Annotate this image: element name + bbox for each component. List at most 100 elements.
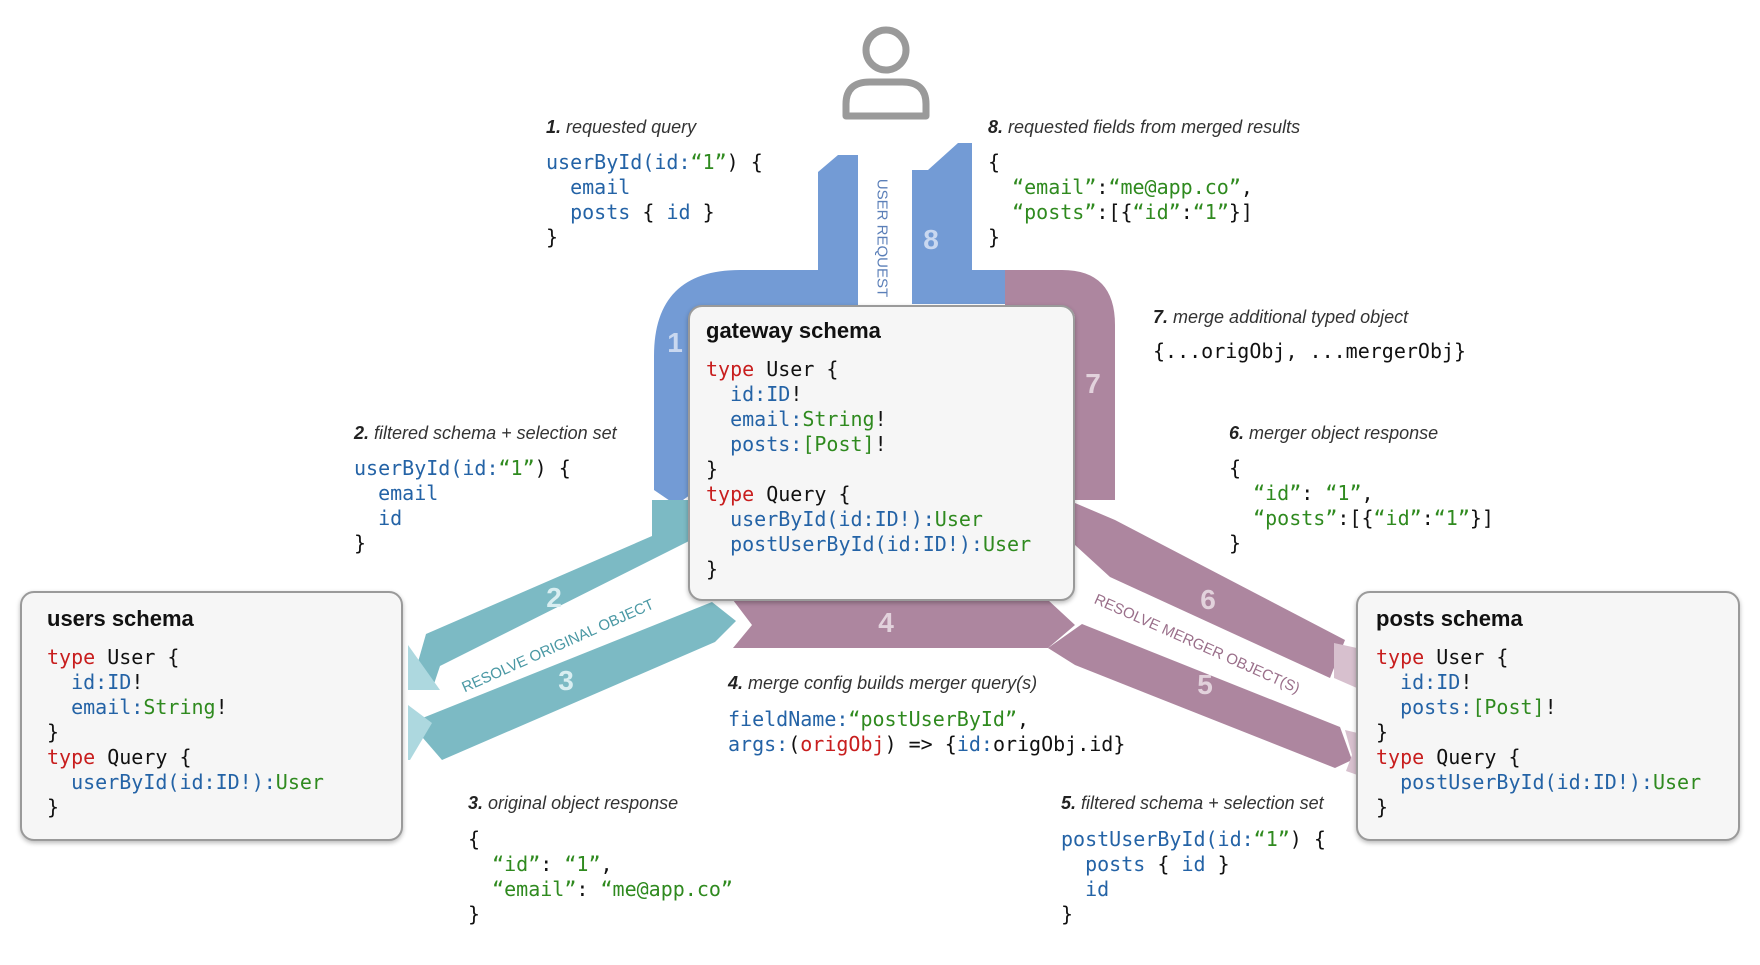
code-token: !	[790, 382, 803, 406]
code-token: “email”	[1012, 175, 1097, 199]
step-3-text: original object response	[488, 793, 679, 813]
code-token: posts:	[1400, 695, 1473, 719]
code-line: id:ID!	[1376, 670, 1701, 695]
code-line: userById(id:ID!):User	[706, 507, 1031, 532]
code-line: }	[354, 531, 571, 556]
code-token: :[{	[1096, 200, 1133, 224]
code-token: [Post]	[1472, 695, 1545, 719]
code-token: String	[802, 407, 875, 431]
flow-number-8: 8	[923, 224, 939, 255]
code-token: }	[1229, 531, 1242, 555]
code-token: “postUserById”	[848, 707, 1017, 731]
code-token: posts	[1085, 852, 1146, 876]
code-token: ) => {	[884, 732, 957, 756]
code-token: id	[1181, 852, 1206, 876]
code-line: }	[706, 457, 1031, 482]
code-token: posts	[570, 200, 631, 224]
flow-number-7: 7	[1085, 368, 1101, 399]
flow-arrow-6	[1075, 503, 1345, 678]
code-token: ,	[1240, 175, 1253, 199]
code-token	[1376, 670, 1400, 694]
code-token: !	[1460, 670, 1473, 694]
step-5-code: postUserById(id:“1”) { posts { id } id}	[1061, 827, 1326, 927]
code-token: “1”	[564, 852, 601, 876]
code-token: :	[1421, 506, 1434, 530]
code-token: args:	[728, 732, 789, 756]
code-token: !	[1544, 695, 1557, 719]
code-token: !	[874, 407, 887, 431]
code-line: “posts”:[{“id”:“1”}]	[1229, 506, 1494, 531]
code-token: posts:	[730, 432, 803, 456]
code-line: }	[1376, 795, 1701, 820]
code-line: fieldName:“postUserById”,	[728, 707, 1125, 732]
step-6-number: 6.	[1229, 423, 1245, 443]
code-line: }	[1061, 902, 1326, 927]
code-token: !	[874, 432, 887, 456]
code-token: Query {	[1424, 745, 1521, 769]
code-token: :	[1301, 481, 1326, 505]
code-token: type	[47, 745, 96, 769]
code-token: id:ID	[730, 382, 791, 406]
code-token	[1061, 877, 1085, 901]
flow-number-4: 4	[878, 607, 894, 638]
flow-number-6: 6	[1200, 584, 1216, 615]
code-token: }	[1376, 795, 1389, 819]
step-8-text: requested fields from merged results	[1008, 117, 1301, 137]
code-token: :[{	[1337, 506, 1374, 530]
code-token: type	[706, 482, 755, 506]
code-token: {	[468, 827, 481, 851]
step-6-code: { “id”: “1”, “posts”:[{“id”:“1”}]}	[1229, 456, 1494, 556]
code-token: ) {	[1289, 827, 1326, 851]
code-token: }	[706, 557, 719, 581]
code-line: userById(id:“1”) {	[546, 150, 763, 175]
code-token: id	[666, 200, 691, 224]
code-line: userById(id:“1”) {	[354, 456, 571, 481]
code-token: Query {	[95, 745, 192, 769]
step-7-code: {...origObj, ...mergerObj}	[1153, 339, 1466, 364]
flow-tail-users-upper	[408, 645, 440, 690]
code-token: }	[546, 225, 559, 249]
code-line: id:ID!	[706, 382, 1031, 407]
code-token: ) {	[726, 150, 763, 174]
code-token	[706, 507, 730, 531]
code-line: “email”: “me@app.co”	[468, 877, 733, 902]
code-token: id:	[956, 732, 993, 756]
code-line: email	[354, 481, 571, 506]
code-token	[988, 175, 1012, 199]
code-token: {	[988, 150, 1001, 174]
code-line: userById(id:ID!):User	[47, 770, 324, 795]
code-token: :	[1096, 175, 1109, 199]
step-4-code: fieldName:“postUserById”,args:(origObj) …	[728, 707, 1125, 757]
code-token: ,	[1017, 707, 1030, 731]
step-3-code: { “id”: “1”, “email”: “me@app.co”}	[468, 827, 733, 927]
code-token: }	[468, 902, 481, 926]
posts-schema-title: posts schema	[1376, 606, 1523, 631]
code-line: email	[546, 175, 763, 200]
flow-arrow-3	[410, 602, 736, 760]
code-token	[1229, 481, 1253, 505]
code-token: “posts”	[1253, 506, 1338, 530]
flow-arrow-2	[418, 500, 697, 690]
code-token: fieldName:	[728, 707, 849, 731]
posts-schema-code: type User { id:ID! posts:[Post]!}type Qu…	[1376, 645, 1701, 820]
code-token: User	[275, 770, 324, 794]
code-token: id:ID	[71, 670, 132, 694]
code-token: “id”	[492, 852, 541, 876]
step-3-number: 3.	[468, 793, 484, 813]
code-token: email:	[71, 695, 144, 719]
code-token: userById(id:	[354, 456, 499, 480]
code-token	[546, 175, 570, 199]
code-token	[1229, 506, 1253, 530]
code-line: }	[1376, 720, 1701, 745]
code-line: posts { id }	[1061, 852, 1326, 877]
code-line: email:String!	[47, 695, 324, 720]
code-line: type User {	[706, 357, 1031, 382]
code-token: “id”	[1132, 200, 1181, 224]
code-token: }	[47, 795, 60, 819]
code-token: :	[540, 852, 565, 876]
code-line: }	[546, 225, 763, 250]
code-line: {	[988, 150, 1253, 175]
flow-number-1: 1	[667, 327, 683, 358]
code-token	[706, 382, 730, 406]
step-2-number: 2.	[354, 423, 370, 443]
